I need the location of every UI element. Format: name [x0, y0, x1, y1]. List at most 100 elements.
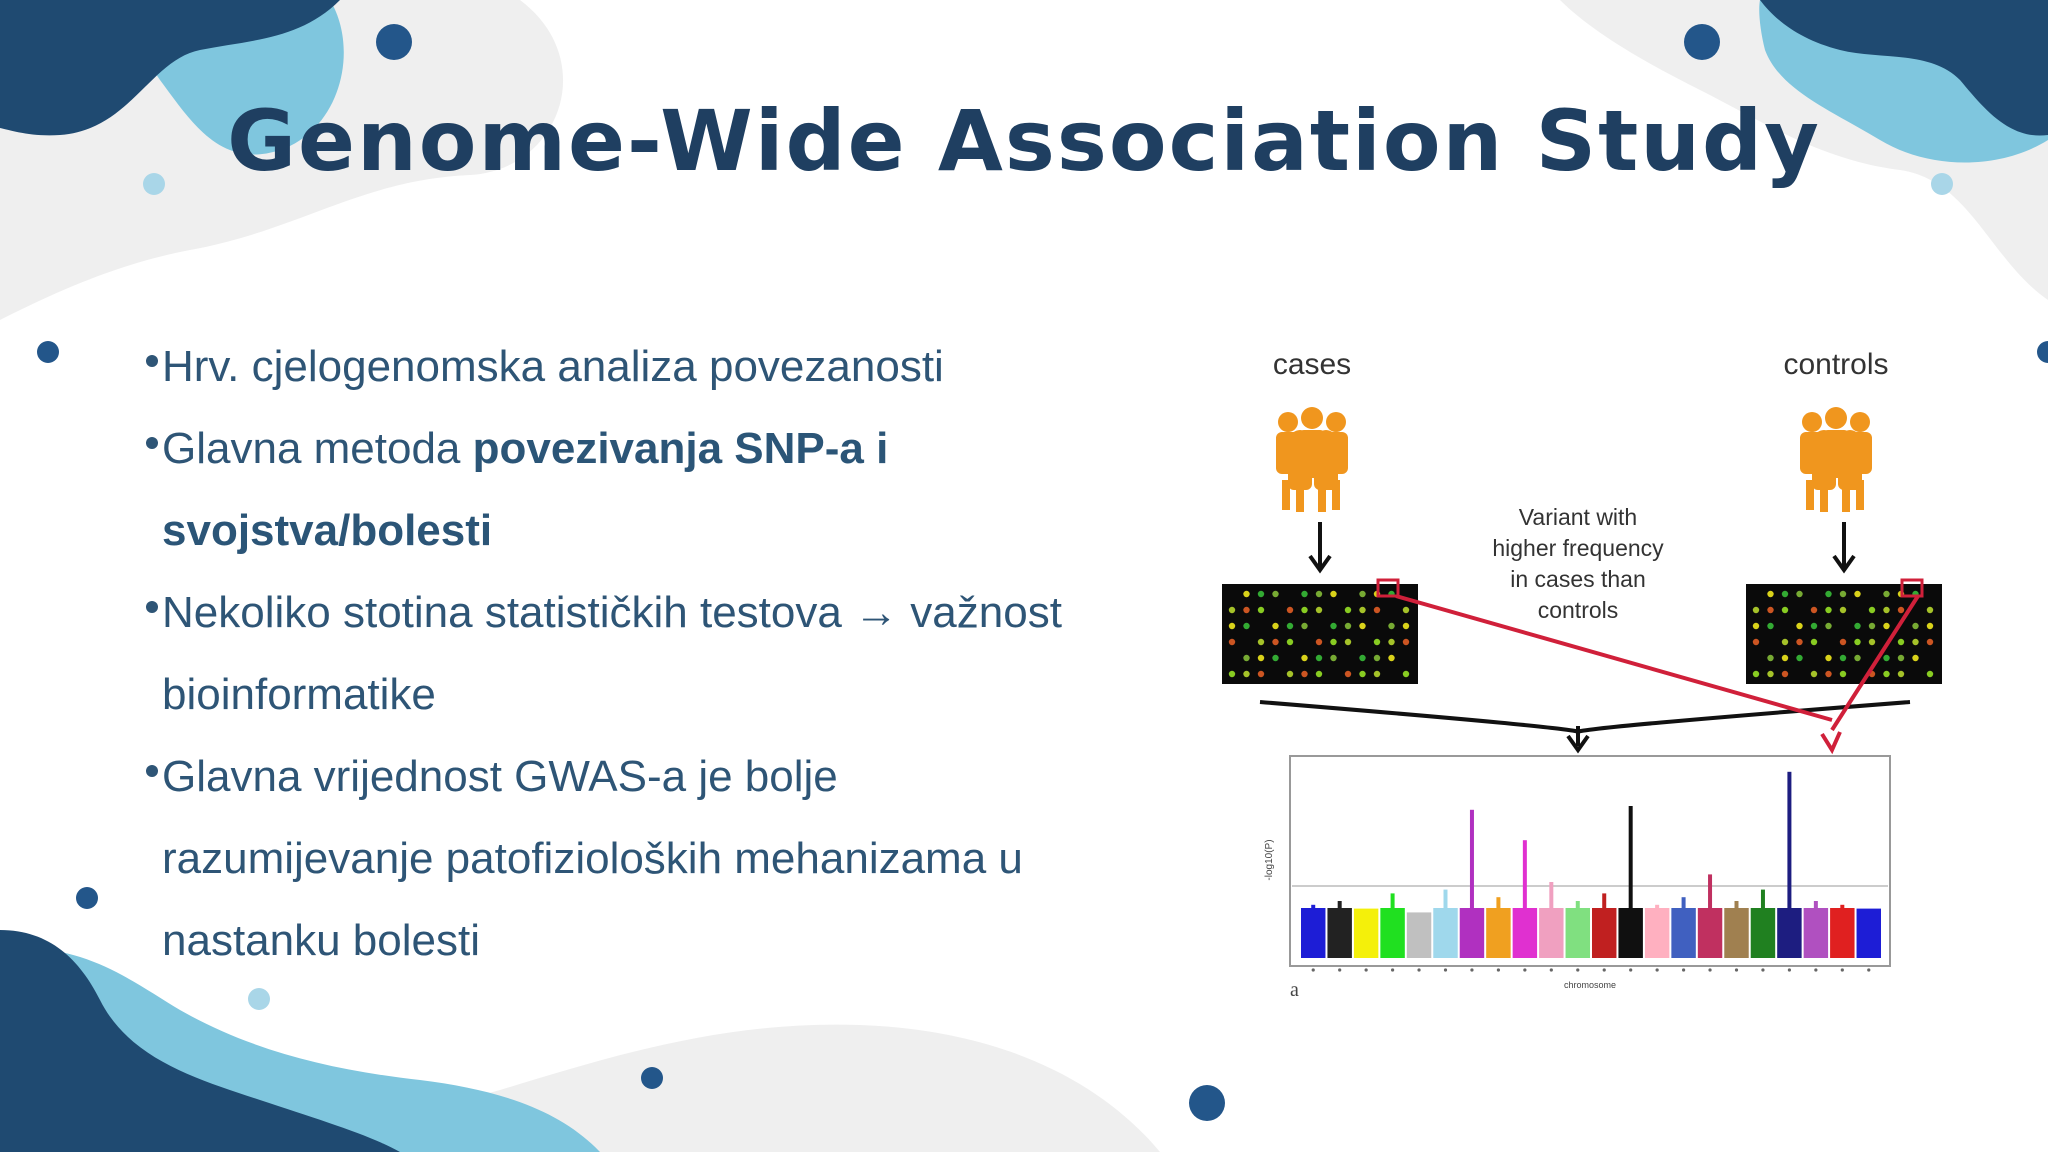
microarray-spot — [1796, 638, 1803, 646]
microarray-spot — [1883, 670, 1890, 678]
microarray-spot — [1883, 590, 1890, 598]
microarray-spot — [1286, 670, 1294, 678]
microarray-spot — [1315, 670, 1323, 678]
microarray-spot — [1301, 654, 1308, 662]
highlight-box-cases — [1376, 578, 1400, 598]
bullet-continuation: nastanku bolesti — [162, 916, 480, 965]
x-axis-tick — [1496, 968, 1501, 972]
bullet-bold-text: povezivanja SNP-a i — [472, 424, 889, 473]
bullet-text: Hrv. cjelogenomska analiza povezanosti — [162, 342, 944, 391]
microarray-spot — [1344, 670, 1352, 678]
blob-navy-top-right — [1760, 0, 2048, 136]
microarray-spots — [1228, 590, 1934, 678]
microarray-spot — [1810, 638, 1818, 646]
controls-people-icon — [1800, 407, 1872, 512]
microarray-spot — [1883, 622, 1890, 630]
manhattan-peak — [1311, 904, 1316, 908]
slide-title: Genome-Wide Association Study — [227, 92, 1821, 190]
manhattan-chromosome-block — [1777, 908, 1802, 958]
manhattan-peak — [1787, 771, 1792, 908]
dot-top-left-light — [143, 173, 165, 195]
microarray-spot — [1926, 622, 1934, 630]
microarray-spot — [1796, 590, 1803, 598]
microarray-spot — [1839, 606, 1847, 614]
microarray-spot — [1315, 638, 1323, 646]
microarray-spot — [1402, 670, 1410, 678]
bullet-text: Glavna vrijednost GWAS-a je bolje — [162, 752, 838, 801]
microarray-spot — [1767, 606, 1774, 614]
microarray-spot — [1243, 622, 1250, 630]
microarray-spot — [1781, 654, 1789, 662]
x-axis-tick — [1814, 968, 1818, 972]
microarray-spot — [1388, 622, 1395, 630]
microarray-spot — [1810, 670, 1818, 678]
manhattan-chromosome-block — [1830, 908, 1855, 958]
microarray-spot — [1228, 670, 1236, 678]
manhattan-chromosome-block — [1856, 908, 1881, 958]
manhattan-peak — [1840, 904, 1845, 908]
microarray-spot — [1315, 606, 1323, 614]
manhattan-peak — [1575, 901, 1580, 908]
microarray-spot — [1781, 606, 1789, 614]
manhattan-peak — [1443, 889, 1448, 908]
manhattan-chromosome-block — [1433, 908, 1458, 958]
arrow-down-icon — [1308, 522, 1856, 574]
microarray-spot — [1868, 622, 1876, 630]
dot-top-right-light — [1931, 173, 1953, 195]
microarray-spot — [1359, 622, 1366, 630]
microarray-spot — [1839, 590, 1847, 598]
controls-microarray — [1746, 584, 1942, 684]
bullet-text: Glavna metoda — [162, 424, 473, 473]
manhattan-chromosome-block — [1592, 908, 1617, 958]
microarray-spot — [1767, 670, 1774, 678]
note-line: in cases than — [1510, 566, 1646, 592]
microarray-spot — [1926, 670, 1934, 678]
x-axis-tick — [1867, 968, 1871, 972]
manhattan-chromosome-block — [1644, 908, 1670, 958]
microarray-spot — [1897, 606, 1905, 614]
microarray-spot — [1839, 670, 1847, 678]
microarray-spot — [1767, 590, 1774, 598]
cases-microarray — [1222, 584, 1418, 684]
manhattan-chromosome-block — [1406, 912, 1432, 958]
microarray-spot — [1228, 638, 1236, 646]
dot-top-left-navy — [376, 24, 412, 60]
microarray-spot — [1373, 670, 1381, 678]
cases-people-icon — [1276, 407, 1348, 512]
microarray-spot — [1243, 654, 1250, 662]
manhattan-peak — [1760, 889, 1765, 908]
microarray-spot — [1897, 670, 1905, 678]
microarray-spot — [1228, 606, 1236, 614]
bullet-item-1: Hrv. cjelogenomska analiza povezanosti — [140, 326, 1190, 408]
x-axis-tick — [1549, 968, 1553, 972]
dot-top-right-navy — [1684, 24, 1720, 60]
microarray-spot — [1402, 606, 1410, 614]
microarray-spot — [1243, 670, 1250, 678]
microarray-spot — [1752, 606, 1760, 614]
bullet-item-3: Nekoliko stotina statističkih testova → … — [140, 572, 1190, 654]
manhattan-peak — [1708, 874, 1713, 908]
manhattan-peak — [1549, 882, 1554, 908]
x-axis-tick — [1734, 968, 1739, 972]
microarray-spot — [1912, 622, 1919, 630]
bullet-item-2: Glavna metoda povezivanja SNP-a i — [140, 408, 1190, 490]
microarray-spot — [1272, 622, 1279, 630]
microarray-spot — [1344, 638, 1352, 646]
bullet-continuation: razumijevanje patofizioloških mehanizama… — [162, 834, 1023, 883]
manhattan-bars — [1301, 771, 1881, 972]
blob-navy-top-left — [0, 0, 340, 136]
bullet-item-4: Glavna vrijednost GWAS-a je bolje — [140, 736, 1190, 818]
microarray-spot — [1839, 654, 1847, 662]
dot-bottom-left-light — [248, 988, 270, 1010]
manhattan-chromosome-block — [1724, 908, 1749, 958]
manhattan-chromosome-block — [1539, 908, 1564, 958]
microarray-spot — [1883, 654, 1890, 662]
x-axis-tick — [1443, 968, 1448, 972]
manhattan-peak — [1496, 897, 1501, 908]
red-arrow — [1395, 594, 1920, 755]
variant-note: Variant with higher frequency in cases t… — [1492, 504, 1664, 623]
microarray-spot — [1373, 638, 1381, 646]
x-axis-tick — [1470, 968, 1474, 972]
microarray-spot — [1359, 606, 1366, 614]
